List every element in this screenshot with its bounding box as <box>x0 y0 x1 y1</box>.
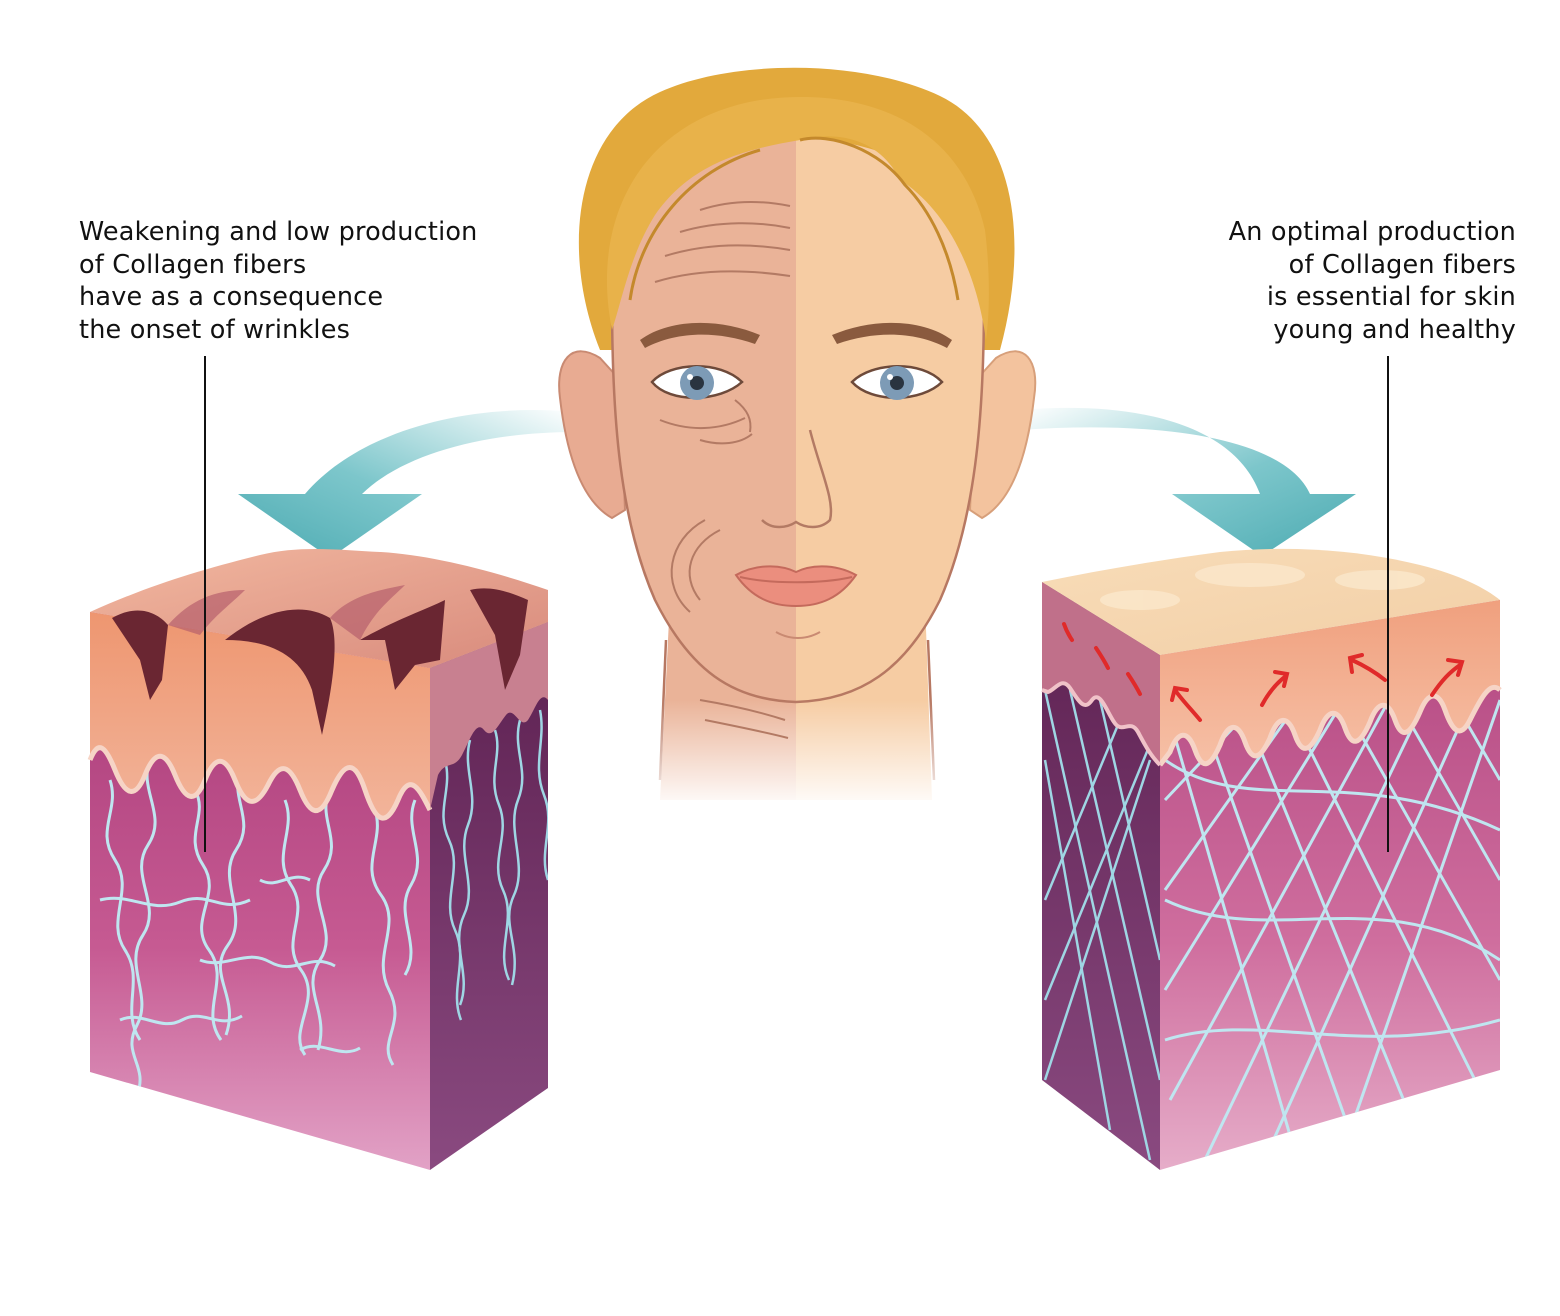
face-illustration <box>558 67 1037 810</box>
aged-skin-cube <box>87 548 548 1170</box>
lips <box>734 565 858 608</box>
left-flow-arrow <box>238 410 575 558</box>
collagen-fibers-healthy <box>1163 659 1500 1170</box>
right-eye <box>850 365 944 400</box>
wrinkle-grooves <box>112 588 528 735</box>
forehead-wrinkles <box>654 200 791 283</box>
right-eyebrow <box>832 322 952 348</box>
left-caption-line: Weakening and low production <box>79 217 478 247</box>
left-caption-line: have as a consequence <box>79 282 384 312</box>
right-caption: An optimal production of Collagen fibers… <box>1229 216 1516 346</box>
right-caption-line: of Collagen fibers <box>1288 249 1516 280</box>
healthy-skin-cube <box>1041 548 1502 1170</box>
left-eye <box>650 365 744 400</box>
nose <box>761 429 833 529</box>
left-eyebrow <box>640 322 760 348</box>
right-caption-line: An optimal production <box>1228 217 1516 247</box>
right-caption-line: young and healthy <box>1273 314 1516 345</box>
right-caption-line: is essential for skin <box>1266 282 1516 312</box>
hair-front <box>606 97 989 341</box>
right-flow-arrow <box>1020 407 1356 556</box>
left-caption-line: the onset of wrinkles <box>79 314 351 345</box>
left-caption: Weakening and low production of Collagen… <box>79 216 478 346</box>
collagen-fibers-weak <box>99 759 420 1096</box>
right-ear <box>968 350 1037 520</box>
left-caption-line: of Collagen fibers <box>79 249 307 280</box>
left-ear <box>558 350 627 520</box>
regeneration-arrows <box>1062 622 1465 722</box>
